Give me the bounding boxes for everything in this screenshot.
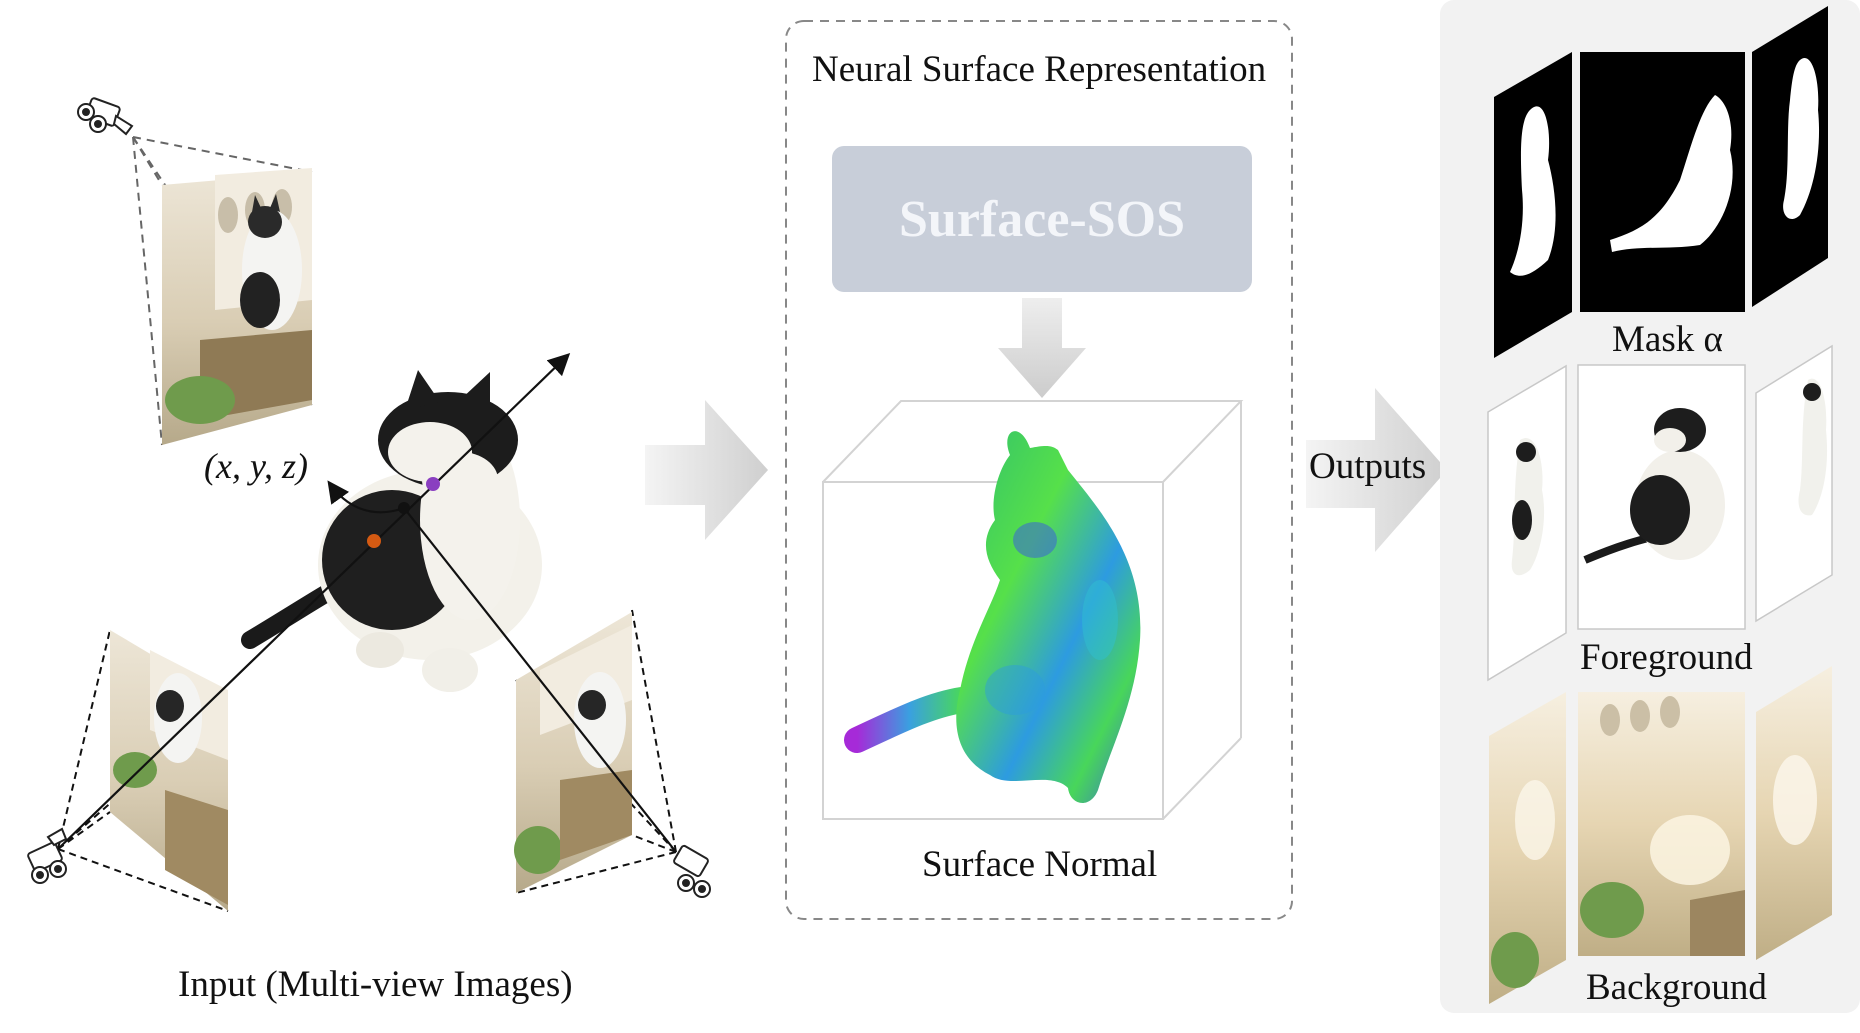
surface-sos-module <box>832 146 1252 292</box>
camera-icon <box>27 827 68 884</box>
surface-normal-caption: Surface Normal <box>922 844 1158 885</box>
camera-icon <box>673 844 711 898</box>
background-caption: Background <box>1586 967 1767 1008</box>
input-caption: Input (Multi-view Images) <box>178 964 573 1005</box>
outputs-label: Outputs <box>1309 446 1427 487</box>
outputs-arrow <box>1306 388 1447 552</box>
surface-sos-label: Surface-SOS <box>899 190 1185 248</box>
top-view-image <box>162 168 312 445</box>
mask-output-group <box>1494 6 1828 358</box>
sample-point-purple <box>426 477 440 491</box>
flow-arrow-to-panel <box>645 400 768 540</box>
camera-rays <box>57 352 677 853</box>
foreground-output-group <box>1487 344 1833 682</box>
foreground-caption: Foreground <box>1580 637 1753 678</box>
down-arrow <box>998 298 1086 398</box>
sample-point-orange <box>367 534 381 548</box>
right-view-image <box>514 612 632 893</box>
central-cat-object <box>241 370 542 692</box>
surface-normal-cube <box>822 400 1244 820</box>
background-output-group <box>1489 666 1832 1004</box>
panel-title: Neural Surface Representation <box>812 49 1267 90</box>
surface-point <box>398 502 410 514</box>
camera-icon <box>77 97 134 136</box>
surface-normal-render <box>844 431 1141 803</box>
left-view-image <box>110 630 228 911</box>
coordinate-label: (x, y, z) <box>204 446 308 486</box>
neural-surface-panel <box>785 20 1293 920</box>
mask-caption: Mask α <box>1612 319 1723 360</box>
